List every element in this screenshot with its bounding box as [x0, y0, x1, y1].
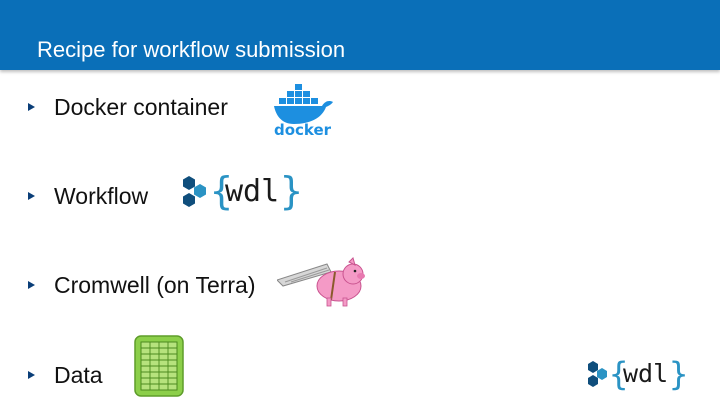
bullet-marker-icon — [28, 103, 35, 111]
svg-text:}: } — [280, 170, 303, 213]
wdl-hex-icon — [588, 361, 607, 387]
wdl-wordmark: wdl — [225, 174, 279, 209]
bullet-marker-icon — [28, 192, 35, 200]
footer-wdl-wordmark: wdl — [623, 359, 668, 388]
bullet-label-data: Data — [54, 362, 103, 388]
bullet-label-cromwell: Cromwell (on Terra) — [54, 272, 256, 298]
wdl-hex-icon — [183, 176, 206, 207]
wdl-logo: { wdl } — [183, 170, 303, 213]
bullet-label-docker: Docker container — [54, 94, 228, 120]
flying-pig-icon — [277, 257, 365, 307]
bullet-marker-icon — [28, 281, 35, 289]
docker-whale-icon: docker — [274, 84, 333, 138]
slide-title: Recipe for workflow submission — [37, 37, 346, 62]
svg-text:{: { — [210, 170, 233, 213]
bullet-marker-icon — [28, 371, 35, 379]
spreadsheet-icon — [134, 335, 184, 397]
svg-text:{: { — [609, 355, 628, 393]
docker-wordmark: docker — [274, 121, 332, 138]
slide-header: Recipe for workflow submission — [0, 0, 720, 70]
bullet-label-workflow: Workflow — [54, 183, 149, 209]
footer-wdl-logo: { wdl } — [588, 355, 688, 393]
svg-text:}: } — [669, 355, 688, 393]
